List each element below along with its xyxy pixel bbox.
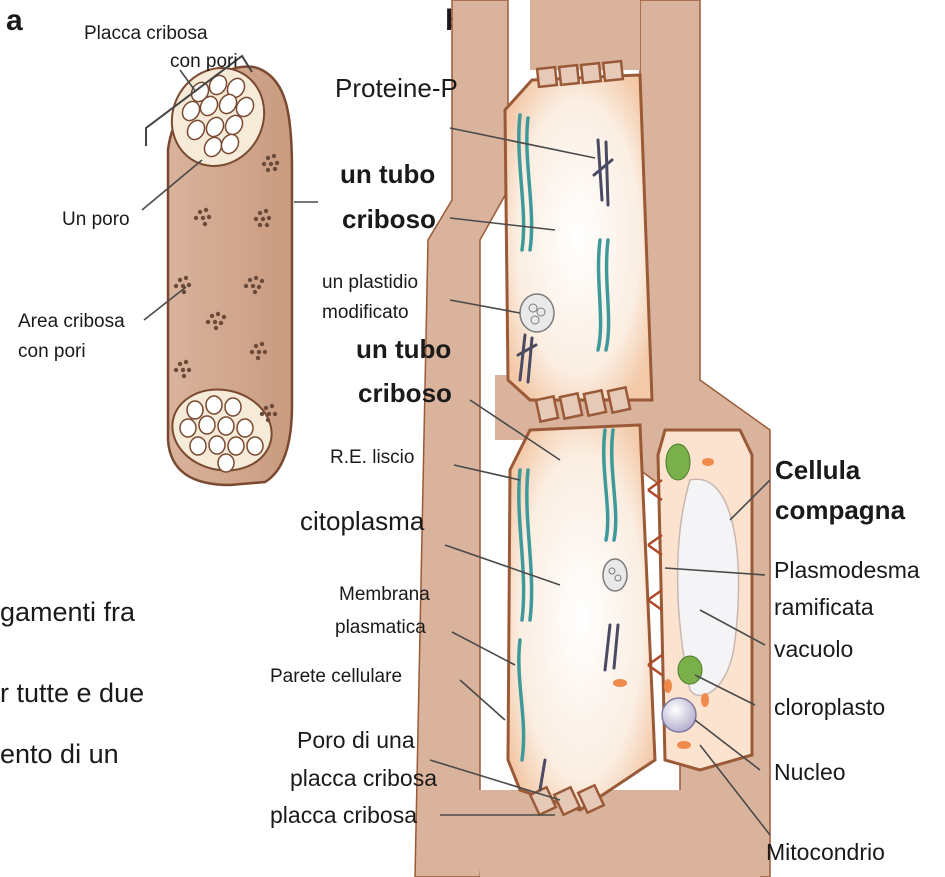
label-sieve-area-line2: con pori	[18, 341, 86, 362]
companion-nucleus	[662, 698, 696, 732]
label-sieve-plate: placca cribosa	[270, 802, 417, 828]
panel-a: a	[6, 4, 318, 485]
label-membrane-line1: Membrana	[339, 584, 430, 605]
label-p-protein: Proteine-P	[335, 73, 458, 103]
label-plasmodesma-line2: ramificata	[774, 594, 874, 620]
cutoff-line-3: ento di un	[0, 739, 119, 769]
label-plate-pore-line1: Poro di una	[297, 727, 415, 753]
label-cytoplasm: citoplasma	[300, 506, 425, 536]
cutoff-line-1: gamenti fra	[0, 597, 136, 627]
label-sieve-plate-line1: Placca cribosa	[84, 23, 208, 44]
sieve-tube-element-illustration	[155, 52, 292, 485]
label-sieve-area-line1: Area cribosa	[18, 311, 125, 332]
label-companion-line2: compagna	[775, 495, 906, 525]
cutoff-line-2: r tutte e due	[0, 678, 144, 708]
label-pore: Un poro	[62, 209, 130, 230]
label-plastid-line1: un plastidio	[322, 272, 418, 293]
label-companion-line1: Cellula	[775, 455, 861, 485]
label-nucleus: Nucleo	[774, 759, 846, 785]
chloroplast-top	[666, 444, 690, 480]
label-vacuole: vacuolo	[774, 636, 853, 662]
label-mitochondrion: Mitocondrio	[766, 839, 885, 865]
panel-b: b	[270, 0, 920, 877]
label-sieve-tube-1-line2: criboso	[342, 204, 436, 234]
label-smooth-er: R.E. liscio	[330, 447, 414, 468]
label-membrane-line2: plasmatica	[335, 617, 426, 638]
cutoff-slide-text: gamenti fra r tutte e due ento di un	[0, 597, 144, 769]
chloroplast-bottom	[678, 656, 702, 684]
label-plasmodesma-line1: Plasmodesma	[774, 557, 920, 583]
label-sieve-tube-1-line1: un tubo	[340, 159, 435, 189]
label-plate-pore-line2: placca cribosa	[290, 765, 437, 791]
panel-a-letter: a	[6, 4, 23, 37]
label-sieve-plate-line2: con pori	[170, 51, 238, 72]
label-sieve-tube-2-line2: criboso	[358, 378, 452, 408]
label-sieve-tube-2-line1: un tubo	[356, 334, 451, 364]
label-chloroplast: cloroplasto	[774, 694, 885, 720]
label-plastid-line2: modificato	[322, 302, 409, 323]
label-cell-wall: Parete cellulare	[270, 666, 402, 687]
